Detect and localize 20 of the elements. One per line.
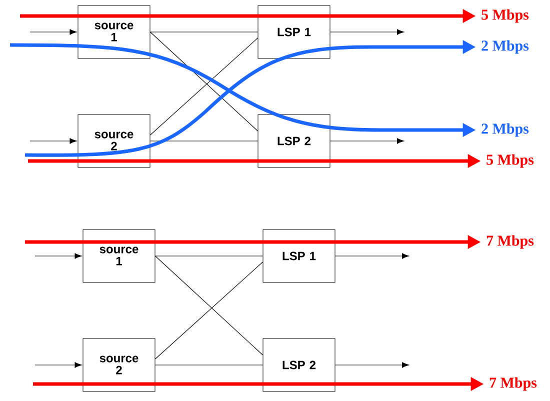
rate-label: 5 Mbps [486, 154, 534, 168]
rate-label: 7 Mbps [490, 377, 537, 391]
rate-label: 2 Mbps [482, 40, 529, 54]
connector-line [150, 140, 258, 142]
node-box: LSP 1 [262, 229, 336, 283]
arrow [334, 362, 410, 368]
connector-line [154, 364, 264, 366]
node-box: source 2 [82, 338, 156, 392]
arrow [34, 362, 82, 368]
arrow [334, 253, 410, 259]
node-box: LSP 2 [262, 338, 336, 392]
arrow [34, 253, 82, 259]
rate-label: 2 Mbps [482, 123, 529, 137]
rate-label: 5 Mbps [482, 9, 529, 23]
arrow [30, 138, 77, 144]
arrow [330, 29, 404, 35]
rate-label: 7 Mbps [486, 235, 534, 249]
node-box: source 1 [82, 229, 156, 283]
arrow [330, 138, 404, 144]
arrow [30, 29, 77, 35]
